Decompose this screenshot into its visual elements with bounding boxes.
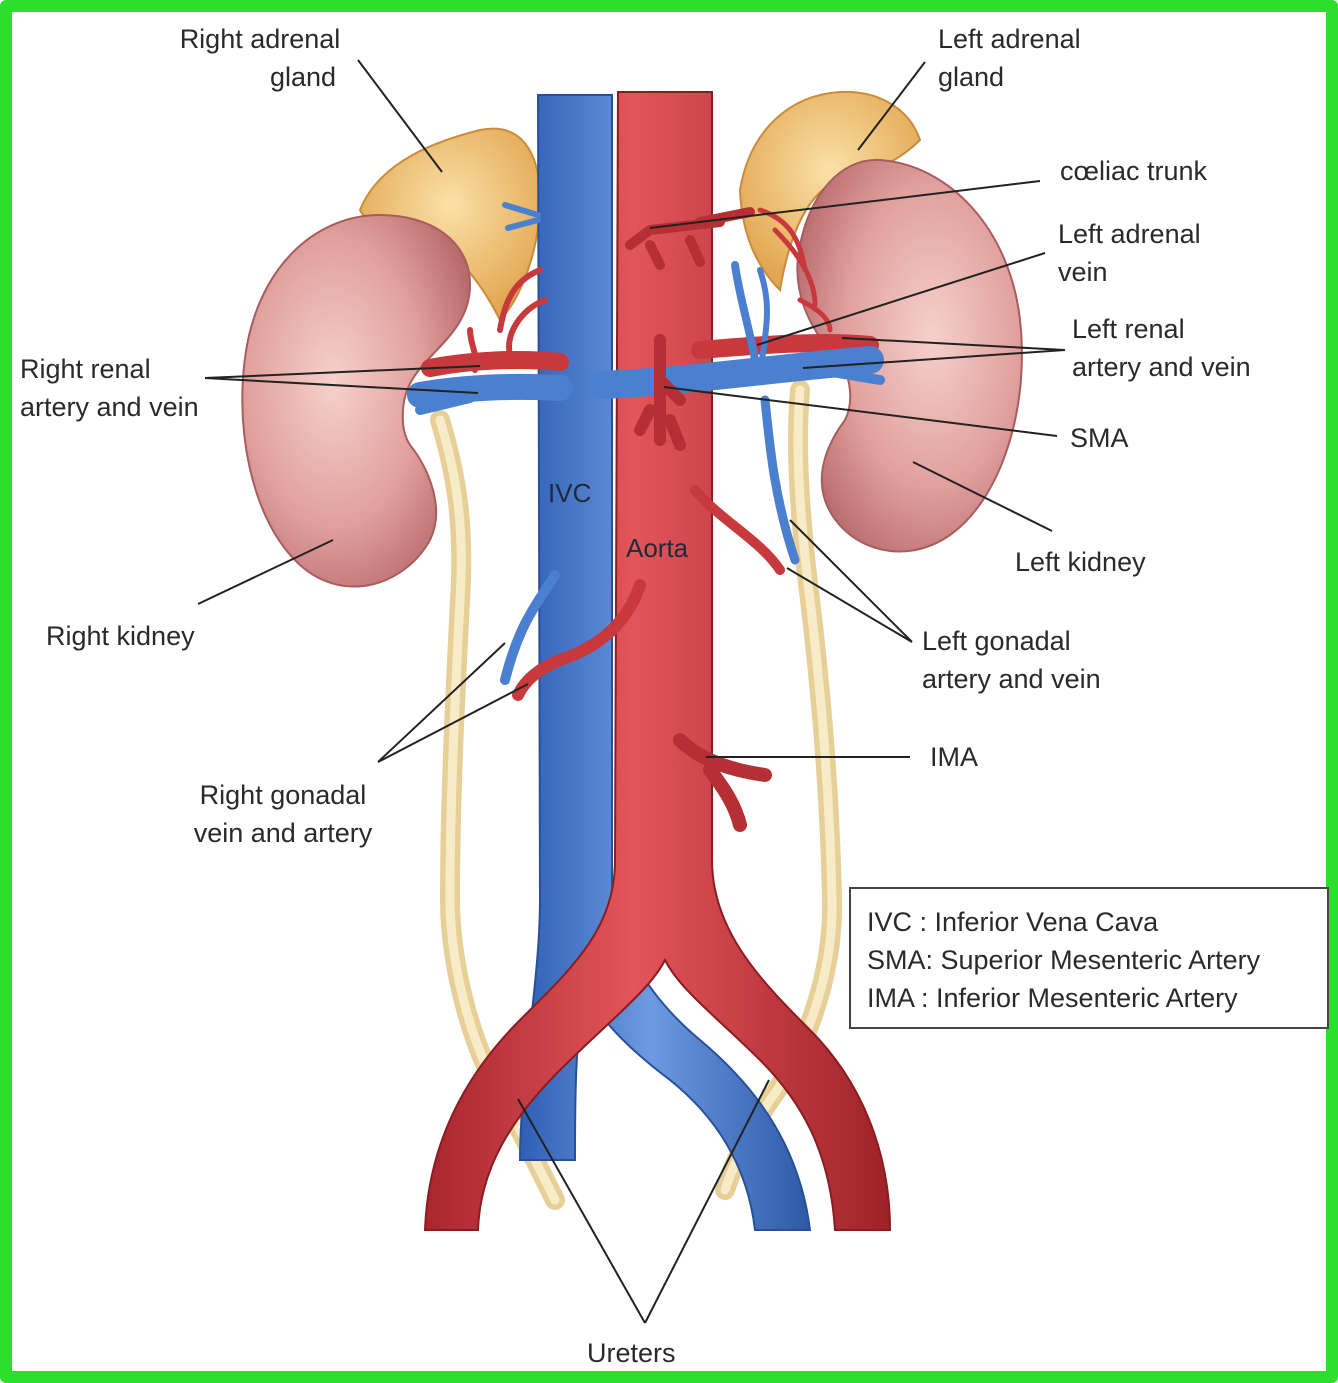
label-aorta: Aorta <box>626 533 688 564</box>
label-line: vein and artery <box>168 814 398 852</box>
label-left-gonadal: Left gonadal artery and vein <box>922 622 1101 698</box>
label-left-adrenal-gland: Left adrenal gland <box>938 20 1081 96</box>
label-line: gland <box>938 58 1081 96</box>
label-line: Left adrenal <box>1058 215 1201 253</box>
label-line: artery and vein <box>20 388 199 426</box>
label-line: Right adrenal <box>160 20 360 58</box>
legend-row-ivc: IVC : Inferior Vena Cava <box>867 903 1327 941</box>
label-line: vein <box>1058 253 1201 291</box>
label-right-renal: Right renal artery and vein <box>20 350 199 426</box>
leader-right-adrenal <box>358 60 442 172</box>
label-ivc: IVC <box>548 478 591 509</box>
label-line: Left gonadal <box>922 622 1101 660</box>
label-left-adrenal-vein: Left adrenal vein <box>1058 215 1201 291</box>
label-right-adrenal-gland: Right adrenal gland <box>160 20 360 96</box>
abbreviation-legend: IVC : Inferior Vena Cava SMA: Superior M… <box>849 887 1329 1029</box>
legend-row-ima: IMA : Inferior Mesenteric Artery <box>867 979 1327 1017</box>
legend-row-sma: SMA: Superior Mesenteric Artery <box>867 941 1327 979</box>
label-right-gonadal: Right gonadal vein and artery <box>168 776 398 852</box>
label-ureters: Ureters <box>587 1334 676 1372</box>
label-line: artery and vein <box>1072 348 1251 386</box>
label-sma: SMA <box>1070 419 1129 457</box>
leader-right-gonadal-vein <box>378 643 505 762</box>
leader-ureter-right <box>518 1099 645 1323</box>
label-line: Left renal <box>1072 310 1251 348</box>
label-right-kidney: Right kidney <box>46 617 195 655</box>
label-coeliac-trunk: cœliac trunk <box>1060 152 1207 190</box>
label-line: Right renal <box>20 350 199 388</box>
label-line: gland <box>160 58 360 96</box>
label-ima: IMA <box>930 738 978 776</box>
label-left-renal: Left renal artery and vein <box>1072 310 1251 386</box>
label-left-kidney: Left kidney <box>1015 543 1146 581</box>
label-line: Left adrenal <box>938 20 1081 58</box>
left-adrenal-vein-shape-2 <box>760 270 767 360</box>
label-line: Right gonadal <box>168 776 398 814</box>
label-line: artery and vein <box>922 660 1101 698</box>
